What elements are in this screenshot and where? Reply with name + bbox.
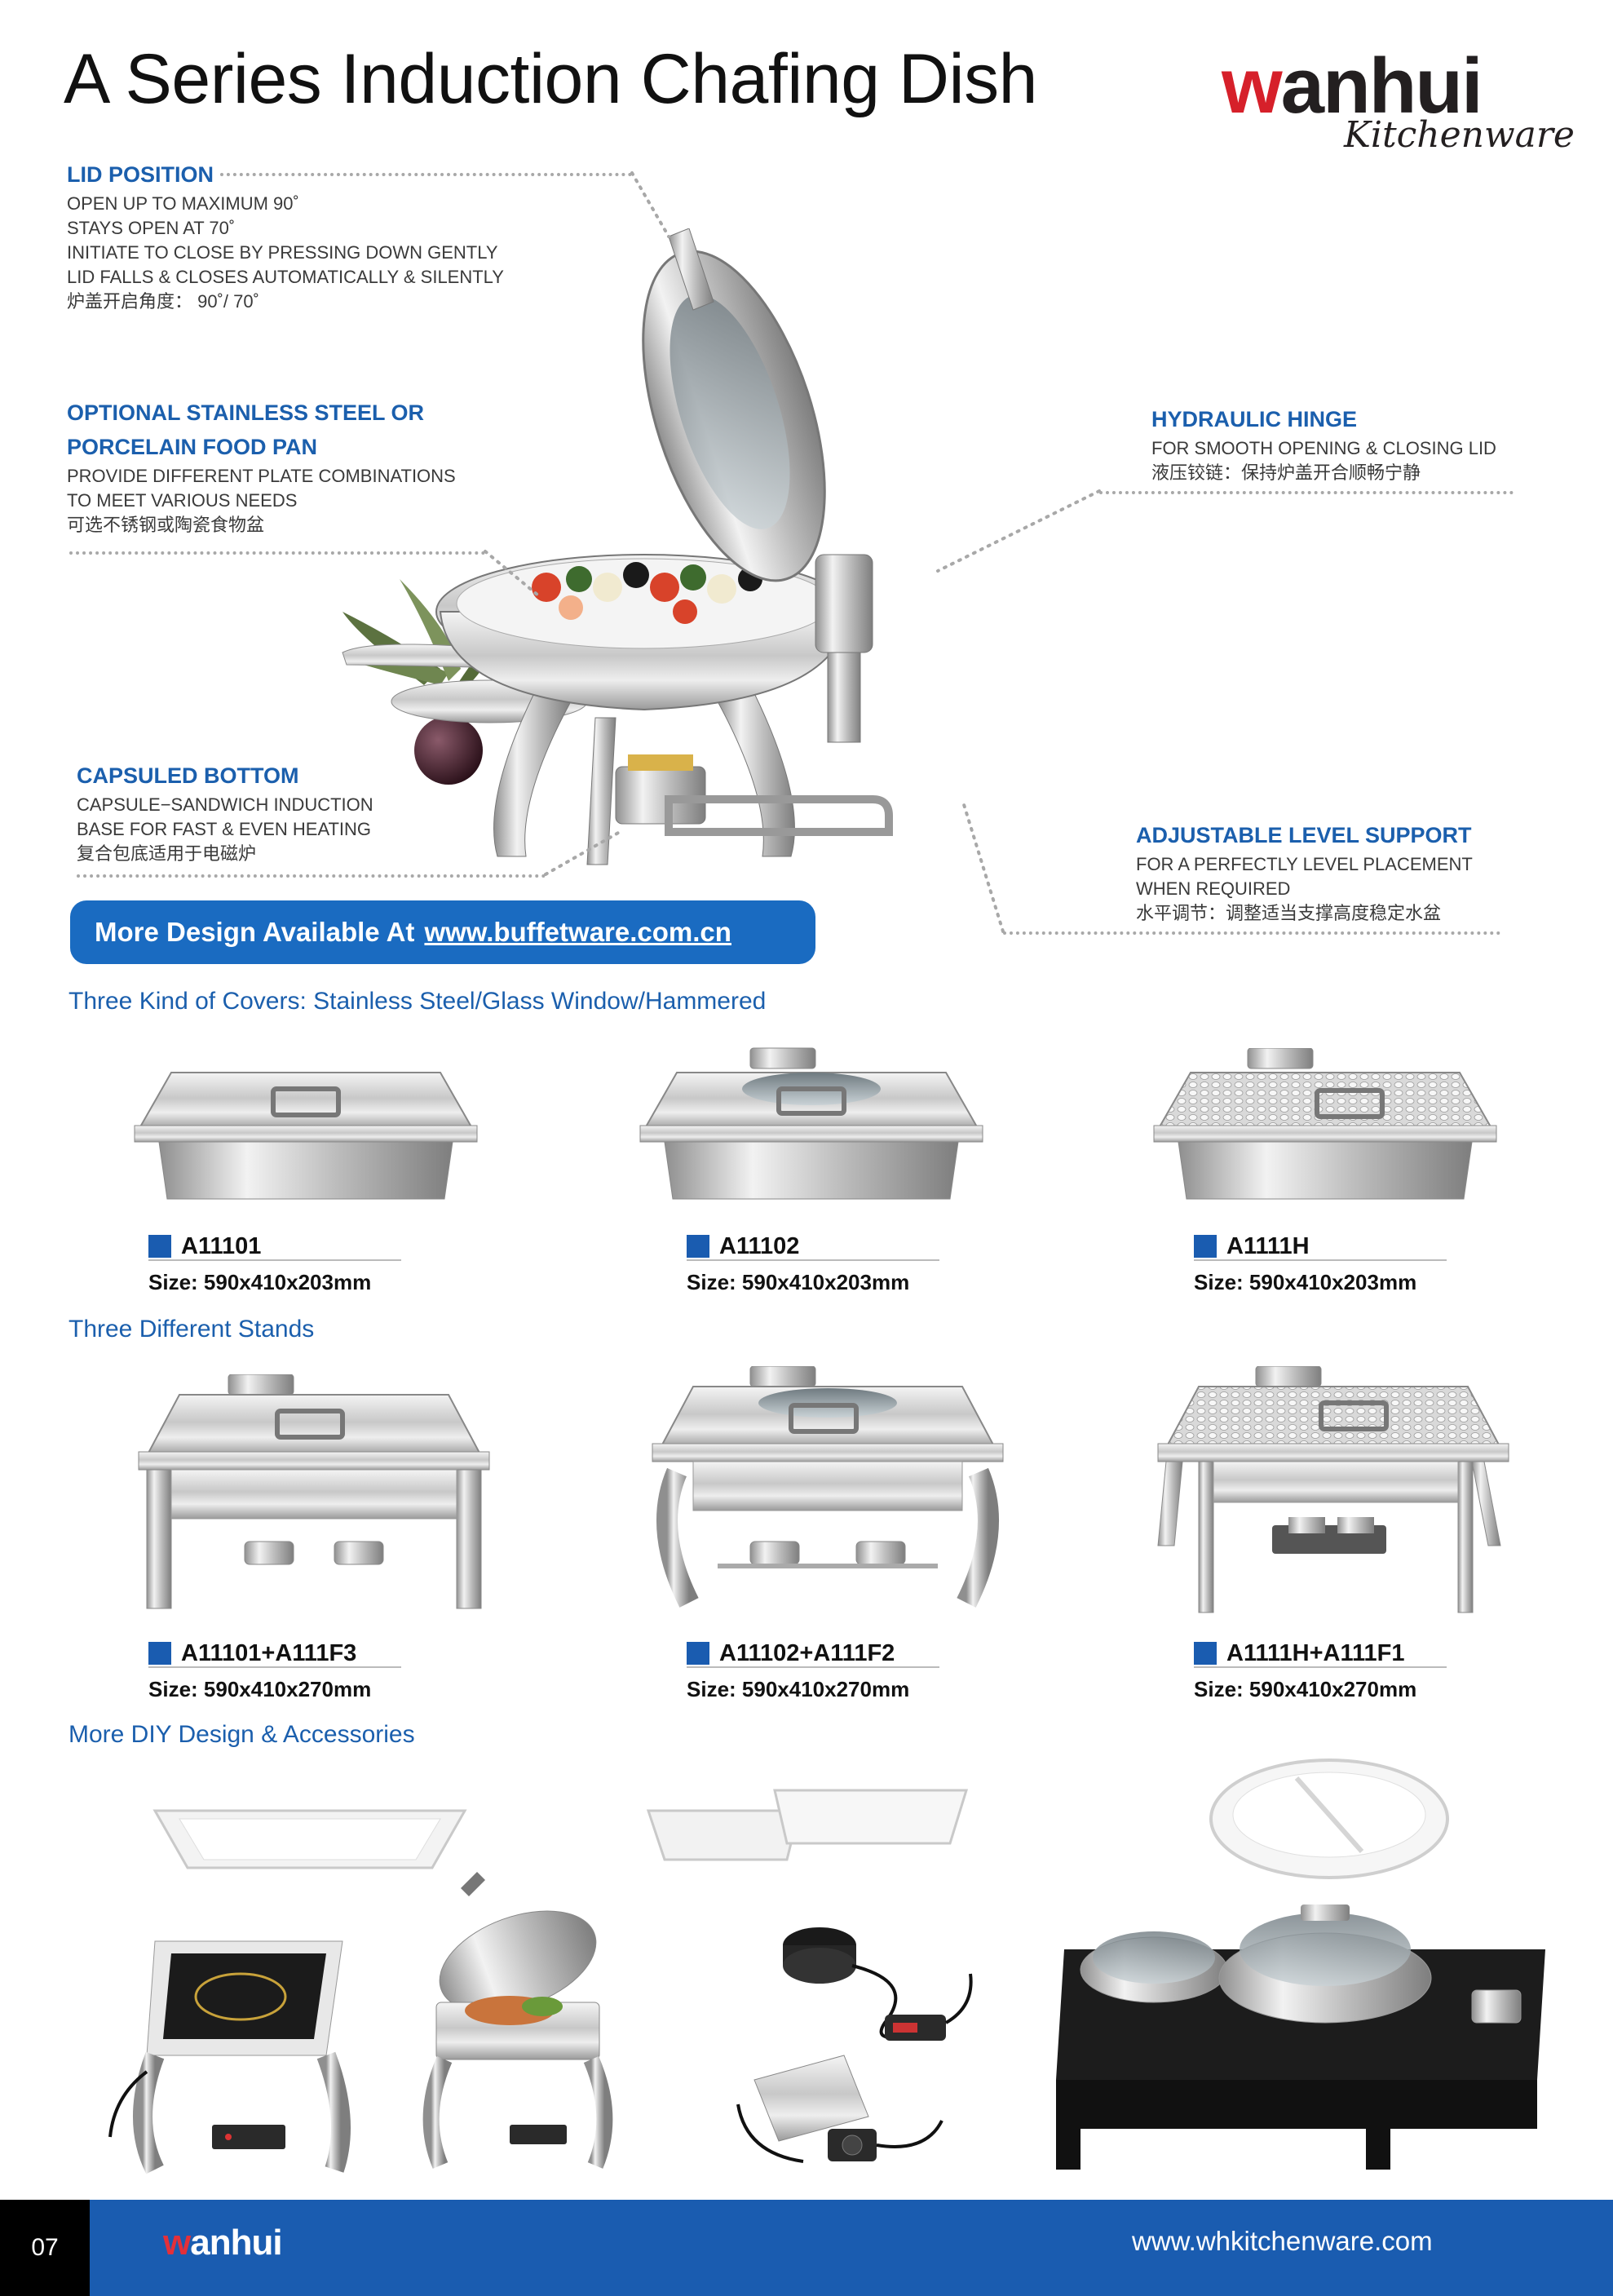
feature-line: WHEN REQUIRED: [1136, 878, 1291, 899]
feature-adjustable-level: ADJUSTABLE LEVEL SUPPORT FOR A PERFECTLY…: [1136, 818, 1473, 926]
feature-line: STAYS OPEN AT 70˚: [67, 218, 236, 238]
product-size: Size: 590x410x203mm: [1194, 1270, 1417, 1294]
brand-logo: wanhui Kitchenware: [1222, 42, 1575, 157]
feature-line: TO MEET VARIOUS NEEDS: [67, 490, 298, 511]
callout-leader-line: [220, 173, 632, 176]
black-buffet-table-image: [1056, 1892, 1545, 2174]
footer-brand-logo: wanhui: [163, 2223, 283, 2263]
callout-leader-line: [77, 874, 546, 878]
hero-chafing-dish-image: [326, 228, 979, 881]
product-size: Size: 590x410x203mm: [687, 1270, 910, 1294]
banner-url-link[interactable]: www.buffetware.com.cn: [424, 917, 731, 947]
cover-stainless-image: [122, 1048, 489, 1211]
stand-f1-image: [1150, 1366, 1517, 1615]
feature-line: 炉盖开启角度： 90˚/ 70˚: [67, 291, 259, 312]
product-code-a11101: A11101: [148, 1232, 401, 1261]
callout-leader-line: [1003, 931, 1500, 935]
feature-heading: ADJUSTABLE LEVEL SUPPORT: [1136, 823, 1472, 847]
feature-line: PROVIDE DIFFERENT PLATE COMBINATIONS: [67, 466, 456, 486]
feature-line: 复合包底适用于电磁炉: [77, 843, 257, 864]
feature-heading: OPTIONAL STAINLESS STEEL OR: [67, 400, 425, 425]
brand-tagline: Kitchenware: [1344, 114, 1575, 156]
feature-line: FOR SMOOTH OPENING & CLOSING LID: [1151, 438, 1496, 458]
feature-line: CAPSULE−SANDWICH INDUCTION: [77, 794, 373, 815]
feature-line: LID FALLS & CLOSES AUTOMATICALLY & SILEN…: [67, 267, 504, 287]
section-title-covers: Three Kind of Covers: Stainless Steel/Gl…: [68, 988, 767, 1015]
product-code-a11102: A11102: [687, 1232, 939, 1261]
product-code-a1111h-a111f1: A1111H+A111F1: [1194, 1639, 1447, 1668]
product-size: Size: 590x410x270mm: [148, 1677, 372, 1701]
product-size: Size: 590x410x203mm: [148, 1270, 372, 1294]
feature-line: BASE FOR FAST & EVEN HEATING: [77, 819, 372, 839]
cover-glass-window-image: [628, 1044, 995, 1211]
banner-label: More Design Available At: [95, 917, 415, 947]
product-code-a1111h: A1111H: [1194, 1232, 1447, 1261]
feature-line: 水平调节：调整适当支撑高度稳定水盆: [1136, 903, 1442, 923]
feature-line: FOR A PERFECTLY LEVEL PLACEMENT: [1136, 854, 1473, 874]
product-size: Size: 590x410x270mm: [1194, 1677, 1417, 1701]
feature-line: OPEN UP TO MAXIMUM 90˚: [67, 193, 299, 214]
induction-stand-image: [98, 1925, 375, 2178]
stand-f2-image: [644, 1366, 1011, 1611]
cover-hammered-image: [1142, 1048, 1509, 1211]
feature-capsuled-bottom: CAPSULED BOTTOM CAPSULE−SANDWICH INDUCTI…: [77, 759, 373, 866]
porcelain-tray-image: [147, 1786, 473, 1876]
feature-line: 可选不锈钢或陶瓷食物盆: [67, 515, 265, 535]
feature-heading: HYDRAULIC HINGE: [1151, 407, 1358, 431]
feature-heading: PORCELAIN FOOD PAN: [67, 435, 318, 459]
more-design-banner: More Design Available At www.buffetware.c…: [70, 900, 815, 964]
feature-hydraulic-hinge: HYDRAULIC HINGE FOR SMOOTH OPENING & CLO…: [1151, 402, 1496, 485]
bullet-square-icon: [687, 1235, 709, 1258]
brand-wordmark: wanhui: [1222, 42, 1483, 130]
feature-line: 液压铰链：保持炉盖开合顺畅宁静: [1151, 462, 1421, 483]
product-size: Size: 590x410x270mm: [687, 1677, 910, 1701]
product-code-a11101-a111f3: A11101+A111F3: [148, 1639, 401, 1668]
mini-chafing-dish-image: [420, 1872, 624, 2174]
bullet-square-icon: [1194, 1235, 1217, 1258]
feature-food-pan: OPTIONAL STAINLESS STEEL OR PORCELAIN FO…: [67, 396, 456, 538]
footer-website-link[interactable]: www.whkitchenware.com: [1132, 2226, 1433, 2256]
feature-heading: CAPSULED BOTTOM: [77, 763, 299, 788]
section-title-stands: Three Different Stands: [68, 1316, 315, 1343]
plum-decoration: [414, 716, 483, 785]
feature-heading: LID POSITION: [67, 162, 214, 187]
callout-leader-line: [1099, 491, 1514, 494]
bullet-square-icon: [148, 1642, 171, 1665]
page-number: 07: [0, 2200, 90, 2296]
bullet-square-icon: [687, 1642, 709, 1665]
divided-porcelain-trays-image: [644, 1774, 970, 1864]
bullet-square-icon: [148, 1235, 171, 1258]
product-code-a11102-a111f2: A11102+A111F2: [687, 1639, 939, 1668]
induction-hob-accessories-image: [730, 1909, 991, 2178]
footer-bar: [0, 2200, 1613, 2296]
callout-leader-line: [69, 551, 485, 555]
section-title-diy: More DIY Design & Accessories: [68, 1721, 415, 1748]
page-title: A Series Induction Chafing Dish: [64, 40, 1037, 118]
bullet-square-icon: [1194, 1642, 1217, 1665]
feature-lid-position: LID POSITION OPEN UP TO MAXIMUM 90˚ STAY…: [67, 157, 504, 314]
round-divided-dish-image: [1207, 1754, 1452, 1884]
stand-f3-image: [130, 1374, 497, 1611]
feature-line: INITIATE TO CLOSE BY PRESSING DOWN GENTL…: [67, 242, 498, 263]
